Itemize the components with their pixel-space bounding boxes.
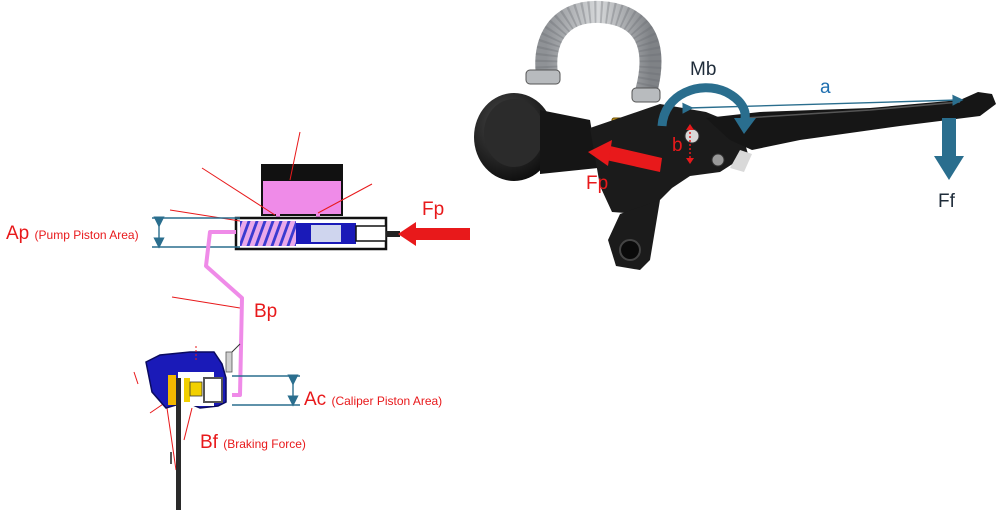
brake-caliper [145,343,241,409]
fp-right-symbol: Fp [586,173,609,194]
ac-dimension [232,374,300,407]
bf-description: (Braking Force) [223,437,306,451]
ac-symbol: Ac [304,389,327,410]
brake-fluid-line [204,230,244,397]
bp-label: Bp [254,302,277,321]
fp-left-label: Fp [422,200,444,219]
mb-label: Mb [690,60,716,79]
pump-cylinder [234,216,400,251]
a-symbol: a [820,77,831,98]
fluid-reservoir [261,164,343,221]
piston-force-arrow [588,140,662,172]
bp-symbol: Bp [254,301,278,322]
a-label: a [820,78,831,97]
ff-label: Ff [938,192,955,211]
ff-symbol: Ff [938,191,955,212]
mb-symbol: Mb [690,59,717,80]
a-dimension [682,94,964,114]
ap-label: Ap (Pump Piston Area) [6,224,139,243]
b-label: b [672,136,683,155]
ac-description: (Caliper Piston Area) [331,394,443,408]
ap-symbol: Ap [6,223,30,244]
finger-force-arrow [934,118,964,180]
master-cylinder-schematic [133,131,470,510]
ap-description: (Pump Piston Area) [34,228,139,242]
braided-hose [535,0,662,95]
reservoir-cup [474,93,598,181]
bf-label: Bf (Braking Force) [200,433,306,452]
brake-disc [170,378,181,510]
bf-symbol: Bf [200,432,218,453]
fp-right-label: Fp [586,174,608,193]
pedal-force-arrow [398,222,470,246]
ap-dimension [152,216,240,249]
fp-left-symbol: Fp [422,199,445,220]
ac-label: Ac (Caliper Piston Area) [304,390,442,409]
brake-lever-photo [474,0,996,270]
leader-lines [133,131,373,471]
lever-body [590,92,996,270]
b-symbol: b [672,135,683,156]
